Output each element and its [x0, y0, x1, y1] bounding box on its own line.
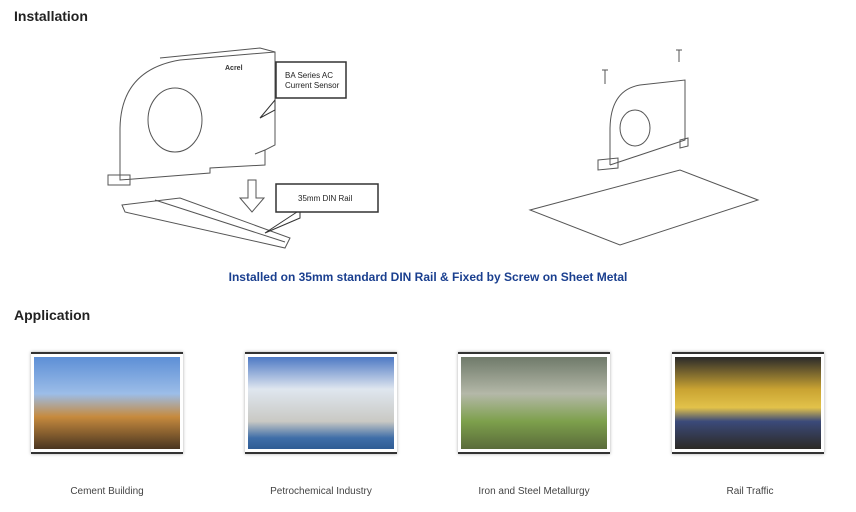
din-rail-installation-diagram: Acrel BA Series AC Current Sensor 35mm D… [107, 47, 379, 249]
brand-logo: Acrel [225, 65, 243, 72]
callout-sensor-line1: BA Series AC [285, 71, 333, 80]
application-label: Rail Traffic [726, 486, 774, 497]
installation-heading: Installation [14, 8, 88, 24]
car-factory-image [461, 357, 607, 449]
application-heading: Application [14, 307, 91, 323]
callout-sensor-line2: Current Sensor [285, 81, 340, 90]
application-label: Cement Building [70, 486, 144, 497]
application-label: Petrochemical Industry [270, 486, 372, 497]
sheet-metal-installation-diagram [528, 49, 760, 246]
cement-plant-image [34, 357, 180, 449]
application-card-petrochemical[interactable] [245, 352, 397, 454]
application-card-rail[interactable] [672, 352, 824, 454]
callout-rail: 35mm DIN Rail [298, 194, 352, 203]
installation-caption: Installed on 35mm standard DIN Rail & Fi… [228, 270, 628, 284]
power-plant-image [248, 357, 394, 449]
metro-station-image [675, 357, 821, 449]
application-card-cement[interactable] [31, 352, 183, 454]
application-label: Iron and Steel Metallurgy [478, 486, 590, 497]
application-card-steel[interactable] [458, 352, 610, 454]
